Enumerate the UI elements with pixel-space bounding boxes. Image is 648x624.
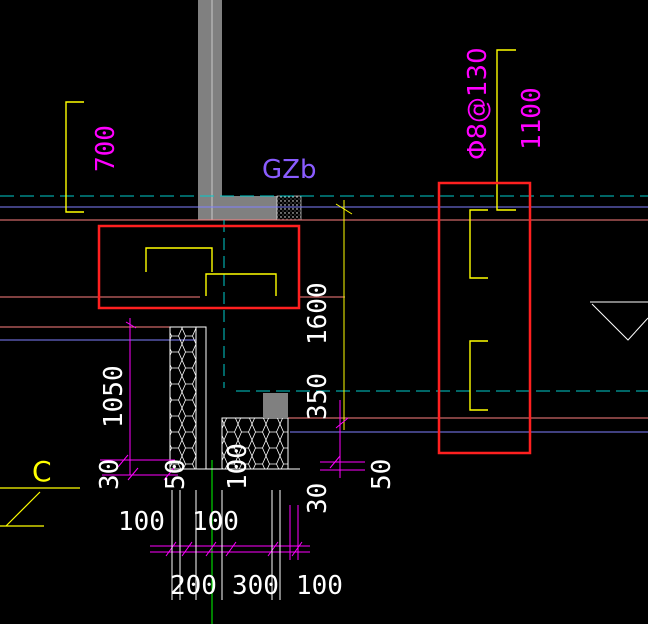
wall-body bbox=[198, 0, 278, 220]
dimension-ticks bbox=[117, 417, 349, 557]
dim-200: 200 bbox=[170, 571, 217, 601]
lower-wall-right bbox=[221, 393, 289, 470]
highlight-box-right bbox=[437, 181, 532, 455]
column-label: GZb bbox=[262, 155, 316, 185]
highlight-box-left bbox=[97, 224, 301, 310]
dim-50-right: 50 bbox=[367, 459, 397, 490]
dim-100-left: 100 bbox=[118, 507, 165, 537]
dim-100-bottom: 100 bbox=[296, 571, 343, 601]
dim-700: 700 bbox=[91, 125, 121, 172]
dim-100-mid: 100 bbox=[192, 507, 239, 537]
dim-1050: 1050 bbox=[99, 365, 129, 428]
dim-30-left: 30 bbox=[95, 459, 125, 490]
extension-lines bbox=[171, 490, 281, 600]
dim-1600: 1600 bbox=[303, 282, 333, 345]
rebar-spec: Φ8@130 bbox=[463, 47, 493, 160]
rebar-brackets bbox=[65, 49, 516, 411]
dim-100-top: 100 bbox=[223, 443, 253, 490]
dim-tick-top bbox=[335, 203, 353, 215]
dim-1100: 1100 bbox=[517, 87, 547, 150]
dim-30-bottom: 30 bbox=[303, 483, 333, 514]
grid-label: C bbox=[32, 455, 52, 488]
dimension-texts: 700 1100 1600 1050 350 30 50 100 50 30 1… bbox=[91, 87, 547, 601]
dim-300: 300 bbox=[232, 571, 279, 601]
grid-marker-c bbox=[0, 487, 80, 527]
lower-wall-left bbox=[169, 326, 207, 470]
level-triangle-sides bbox=[591, 303, 648, 341]
dimension-lines bbox=[100, 318, 365, 560]
dim-350: 350 bbox=[303, 373, 333, 420]
dim-50-left: 50 bbox=[161, 459, 191, 490]
column-gzb-hatch bbox=[276, 195, 302, 221]
